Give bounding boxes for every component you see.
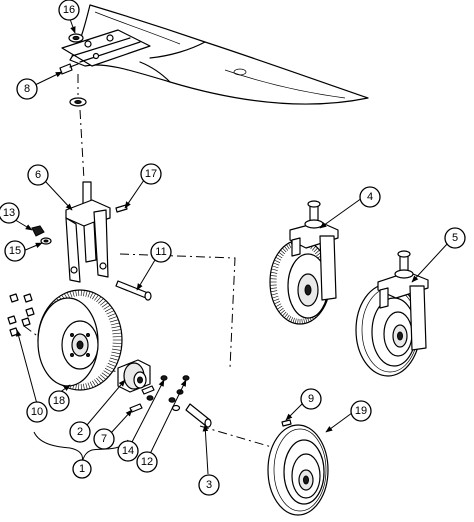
callout-11: 11 xyxy=(150,241,172,263)
callout-2-label: 2 xyxy=(77,426,83,438)
callout-17: 17 xyxy=(140,163,162,185)
caster-fork-6 xyxy=(65,181,111,283)
tire-18 xyxy=(37,289,123,391)
callout-15-label: 15 xyxy=(9,245,21,257)
washer-15 xyxy=(40,237,52,245)
grease-fitting-9 xyxy=(281,419,292,427)
callout-14: 14 xyxy=(117,440,139,462)
callout-2: 2 xyxy=(69,421,91,443)
callout-18: 18 xyxy=(48,390,70,412)
axle-bolt-11 xyxy=(115,280,152,301)
grease-fitting-17 xyxy=(115,204,128,213)
callout-5: 5 xyxy=(444,227,466,249)
nuts-14-12 xyxy=(146,375,190,412)
callout-16: 16 xyxy=(58,0,80,21)
nut-13 xyxy=(31,225,45,237)
bolt-8 xyxy=(59,63,79,75)
callout-19-label: 19 xyxy=(355,405,367,417)
callout-5-label: 5 xyxy=(452,232,458,244)
callout-17-label: 17 xyxy=(145,168,157,180)
caster-wheel-assembly-5 xyxy=(355,250,429,377)
callout-10-label: 10 xyxy=(31,406,43,418)
callout-15: 15 xyxy=(4,240,26,262)
callout-8: 8 xyxy=(16,78,38,100)
callout-8-label: 8 xyxy=(24,83,30,95)
callout-6-label: 6 xyxy=(35,169,41,181)
wheel-hub-2 xyxy=(117,359,151,393)
callout-1: 1 xyxy=(72,459,92,479)
mower-deck xyxy=(61,4,369,105)
callout-13-label: 13 xyxy=(3,207,15,219)
callout-9-label: 9 xyxy=(308,393,314,405)
callout-13: 13 xyxy=(0,202,20,224)
callout-9: 9 xyxy=(300,388,322,410)
spacer-washer xyxy=(69,97,87,107)
callout-4: 4 xyxy=(359,186,381,208)
callout-3: 3 xyxy=(198,474,220,496)
callout-7-label: 7 xyxy=(101,433,107,445)
callout-10: 10 xyxy=(26,401,48,423)
axle-spacer-3 xyxy=(185,403,212,428)
callout-11-label: 11 xyxy=(155,246,166,258)
callout-16-label: 16 xyxy=(63,4,75,16)
lug-bolts-10 xyxy=(7,293,35,337)
caster-wheel-assembly-4 xyxy=(269,200,339,325)
leader-lines xyxy=(11,18,449,475)
callout-14-label: 14 xyxy=(122,445,134,457)
callout-4-label: 4 xyxy=(367,191,373,203)
washer-16 xyxy=(68,33,84,43)
callout-12: 12 xyxy=(136,451,158,473)
callout-19: 19 xyxy=(350,400,372,422)
callout-18-label: 18 xyxy=(53,395,65,407)
solid-wheel-19 xyxy=(267,424,329,516)
callout-3-label: 3 xyxy=(206,479,212,491)
callout-6: 6 xyxy=(27,164,49,186)
callout-7: 7 xyxy=(93,428,115,450)
callout-12-label: 12 xyxy=(141,456,153,468)
callout-1-label: 1 xyxy=(79,463,85,475)
